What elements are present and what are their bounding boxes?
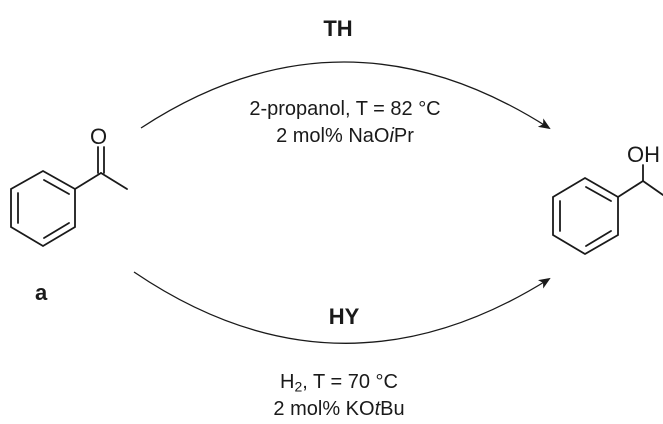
bottom-route-catalyst: 2 mol% KOtBu	[273, 398, 405, 420]
bottom-arrow	[133, 271, 551, 344]
bottom-route-gas-temp: H2, T = 70 °C	[280, 371, 398, 395]
bottom-route-label: HY	[328, 304, 360, 329]
reactant-structure	[10, 146, 128, 248]
reactant-compound-label: a	[35, 280, 48, 305]
top-route-solvent-temp: 2-propanol, T = 82 °C	[249, 98, 441, 120]
top-route-label: TH	[323, 16, 353, 41]
top-route-catalyst: 2 mol% NaOiPr	[276, 125, 414, 147]
product-structure	[552, 164, 663, 256]
carbonyl-oxygen-label: O	[90, 124, 108, 149]
hydroxyl-label: OH	[627, 142, 660, 167]
top-arrow	[140, 61, 551, 130]
